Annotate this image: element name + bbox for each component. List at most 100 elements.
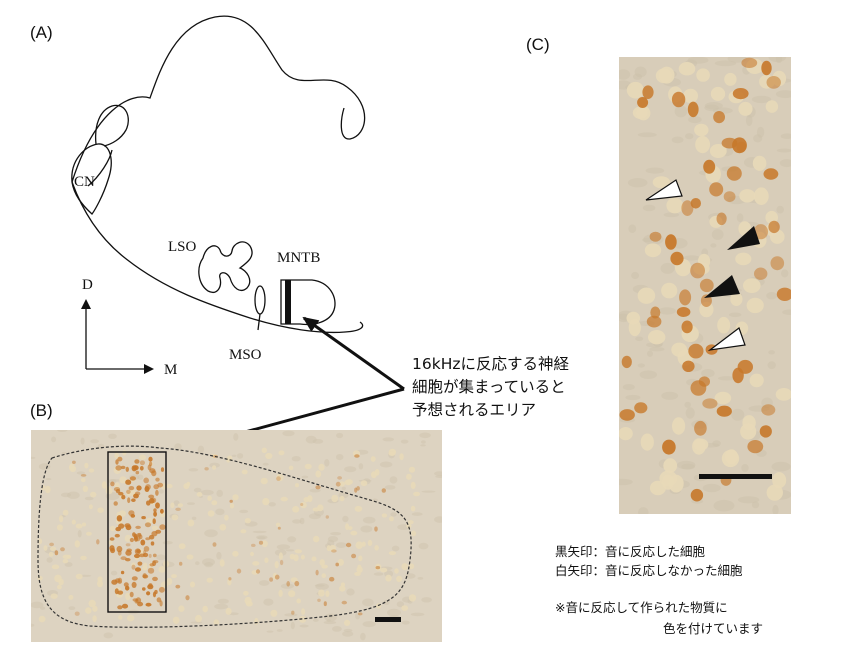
unstained-cell bbox=[252, 561, 260, 566]
tissue-texture bbox=[677, 460, 696, 470]
unstained-cell bbox=[88, 468, 95, 473]
stained-cell bbox=[158, 586, 165, 593]
tissue-texture bbox=[362, 598, 374, 607]
unstained-cell bbox=[37, 538, 43, 545]
stained-cell bbox=[315, 485, 321, 490]
tissue-texture bbox=[417, 577, 424, 580]
unstained-cell bbox=[224, 514, 229, 521]
unstained-cell bbox=[84, 462, 89, 469]
unstained-cell bbox=[408, 563, 415, 570]
tissue-texture bbox=[683, 255, 701, 261]
stained-cell bbox=[131, 465, 137, 472]
tissue-texture bbox=[642, 204, 656, 212]
unstained-cell bbox=[69, 463, 75, 471]
stained-cell bbox=[770, 256, 785, 271]
legend-white-arrow: 白矢印：音に反応しなかった細胞 bbox=[555, 563, 743, 578]
stained-cell bbox=[149, 461, 153, 467]
stained-cell bbox=[229, 499, 233, 503]
white-arrowhead-2 bbox=[707, 327, 746, 351]
tissue-texture bbox=[327, 539, 335, 547]
lso-shape bbox=[198, 241, 253, 293]
tissue-texture bbox=[647, 350, 653, 357]
unstained-cell bbox=[80, 555, 87, 561]
tissue-texture bbox=[284, 613, 298, 617]
stained-cell bbox=[145, 602, 152, 607]
tissue-texture bbox=[768, 350, 775, 355]
stained-cell bbox=[354, 454, 360, 458]
stained-cell bbox=[741, 57, 758, 68]
tissue-texture bbox=[57, 430, 68, 432]
stained-cell bbox=[115, 489, 121, 494]
unstained-cell bbox=[746, 297, 764, 314]
stained-cell bbox=[702, 398, 718, 409]
tissue-texture bbox=[237, 453, 244, 459]
stained-cell bbox=[131, 498, 136, 503]
stained-cell bbox=[323, 601, 327, 607]
tissue-texture bbox=[255, 535, 268, 540]
mso-shape bbox=[254, 285, 266, 331]
tissue-texture bbox=[280, 583, 294, 589]
tissue-texture bbox=[239, 509, 249, 514]
unstained-cell bbox=[410, 481, 416, 489]
unstained-cell bbox=[264, 557, 269, 563]
unstained-cell bbox=[626, 311, 641, 325]
tissue-texture bbox=[688, 116, 702, 124]
stained-cell bbox=[134, 567, 142, 572]
unstained-cell bbox=[358, 555, 363, 562]
unstained-cell bbox=[131, 562, 136, 567]
stained-cell bbox=[111, 579, 118, 585]
stained-cell bbox=[351, 553, 357, 559]
tissue-texture bbox=[31, 601, 44, 609]
tissue-texture bbox=[702, 483, 721, 493]
stained-cell bbox=[153, 511, 158, 517]
mntb-label: MNTB bbox=[277, 250, 320, 266]
unstained-cell bbox=[38, 615, 46, 623]
unstained-cell bbox=[213, 619, 220, 626]
unstained-cell bbox=[139, 454, 147, 461]
unstained-cell bbox=[92, 605, 98, 612]
tissue-texture bbox=[745, 114, 753, 127]
unstained-cell bbox=[662, 474, 674, 490]
unstained-cell bbox=[280, 496, 288, 502]
tissue-texture bbox=[390, 512, 397, 517]
tissue-texture bbox=[718, 376, 736, 381]
tissue-texture bbox=[193, 487, 202, 493]
tissue-texture bbox=[312, 618, 319, 622]
unstained-cell bbox=[300, 554, 305, 560]
unstained-cell bbox=[739, 189, 756, 203]
tissue-texture bbox=[434, 471, 442, 476]
tissue-texture bbox=[195, 561, 200, 566]
tissue-texture bbox=[685, 133, 694, 140]
unstained-cell bbox=[119, 476, 127, 484]
stained-cell bbox=[60, 547, 65, 552]
tissue-texture bbox=[767, 361, 776, 370]
stained-cell bbox=[131, 576, 138, 581]
stained-cell bbox=[662, 439, 676, 455]
unstained-cell bbox=[344, 479, 352, 486]
stained-cell bbox=[374, 526, 378, 532]
tissue-texture bbox=[638, 507, 649, 514]
tissue-texture bbox=[110, 479, 123, 482]
unstained-cell bbox=[381, 513, 388, 518]
tissue-texture bbox=[324, 459, 330, 467]
unstained-cell bbox=[339, 495, 345, 502]
unstained-cell bbox=[109, 525, 116, 532]
unstained-cell bbox=[56, 524, 63, 531]
dorsal-axis-label: D bbox=[82, 277, 93, 293]
tissue-texture bbox=[704, 102, 723, 110]
unstained-cell bbox=[244, 596, 252, 605]
stained-cell bbox=[149, 563, 155, 567]
tissue-texture bbox=[84, 496, 94, 501]
tissue-texture bbox=[341, 486, 346, 491]
tissue-texture bbox=[266, 630, 274, 633]
stained-cell bbox=[136, 485, 142, 491]
tissue-texture bbox=[628, 224, 637, 233]
unstained-cell bbox=[360, 480, 368, 487]
stained-cell bbox=[154, 589, 158, 595]
stained-cell bbox=[124, 523, 131, 528]
stained-cell bbox=[146, 591, 151, 596]
tissue-texture bbox=[31, 623, 35, 627]
unstained-cell bbox=[766, 484, 783, 501]
tissue-texture bbox=[187, 502, 195, 505]
unstained-cell bbox=[86, 531, 92, 536]
